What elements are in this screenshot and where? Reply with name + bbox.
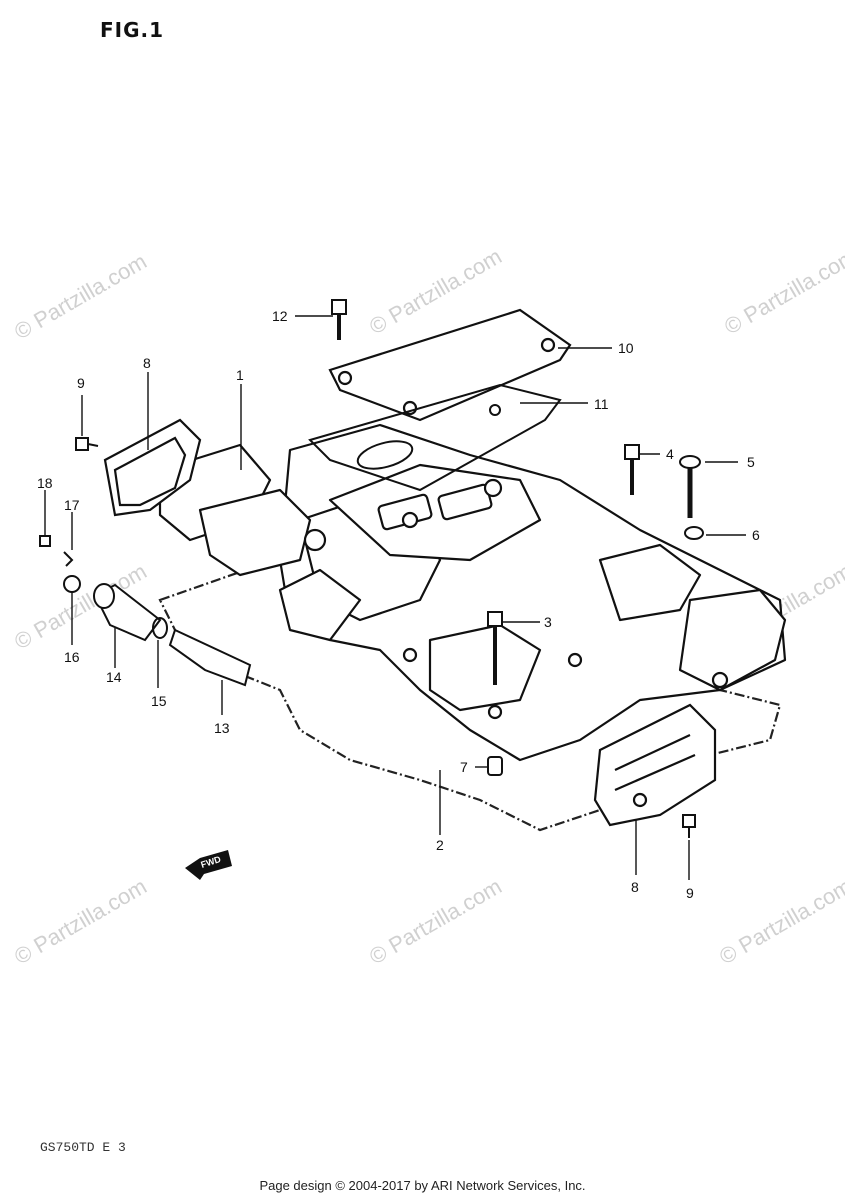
callout-10: 10 — [618, 340, 634, 356]
figure-title: FIG.1 — [100, 18, 165, 42]
callout-4: 4 — [666, 446, 674, 462]
callout-15: 15 — [151, 693, 167, 709]
footer-credit: Page design © 2004-2017 by ARI Network S… — [259, 1178, 586, 1193]
watermark: © Partzilla.com — [10, 874, 151, 970]
model-code: GS750TD E 3 — [40, 1140, 126, 1155]
oil-pan-housing — [158, 423, 787, 762]
callout-18: 18 — [37, 475, 53, 491]
fwd-arrow: FWD — [185, 850, 232, 880]
callout-14: 14 — [106, 669, 122, 685]
callout-5: 5 — [747, 454, 755, 470]
callout-12: 12 — [272, 308, 288, 324]
callout-8-left: 8 — [143, 355, 151, 371]
callout-11: 11 — [594, 396, 609, 412]
callouts: 1 2 3 4 5 6 7 8 8 9 9 10 11 12 13 14 15 … — [37, 308, 760, 901]
filter-assembly — [63, 551, 252, 687]
watermark: © Partzilla.com — [720, 244, 845, 340]
callout-6: 6 — [752, 527, 760, 543]
side-cover-left — [103, 418, 202, 517]
side-cover-right — [593, 703, 717, 827]
callout-7: 7 — [460, 759, 468, 775]
leader-lines — [44, 315, 746, 880]
callout-16: 16 — [64, 649, 80, 665]
watermark: © Partzilla.com — [10, 249, 151, 345]
callout-13: 13 — [214, 720, 230, 736]
callout-2: 2 — [436, 837, 444, 853]
callout-3: 3 — [544, 614, 552, 630]
watermark: © Partzilla.com — [365, 874, 506, 970]
bolts — [39, 299, 704, 838]
top-cover-gasket — [308, 383, 562, 492]
callout-9-left: 9 — [77, 375, 85, 391]
callout-17: 17 — [64, 497, 80, 513]
callout-1: 1 — [236, 367, 244, 383]
callout-8-right: 8 — [631, 879, 639, 895]
callout-9-right: 9 — [686, 885, 694, 901]
watermark: © Partzilla.com — [715, 874, 845, 970]
